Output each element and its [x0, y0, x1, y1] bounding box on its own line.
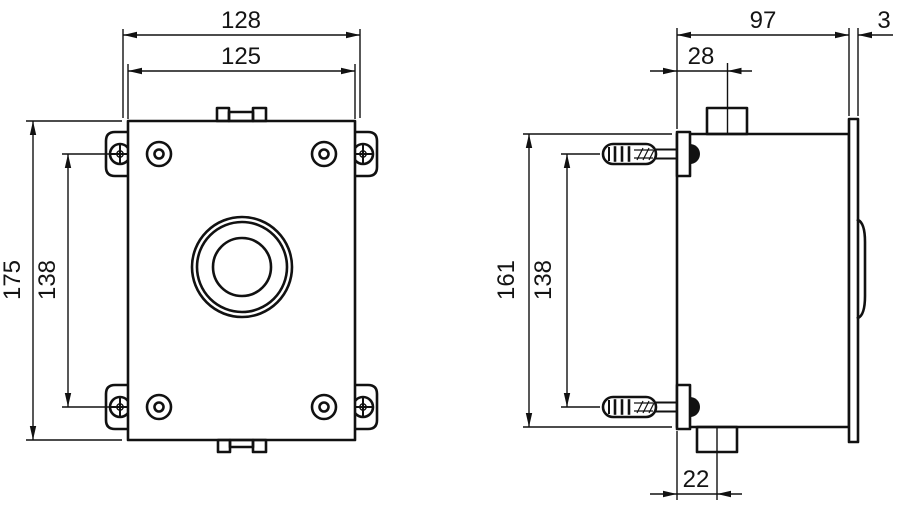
- front-push-button: [190, 215, 294, 319]
- side-faceplate: [847, 117, 860, 444]
- dim-label-3: 3: [877, 7, 890, 34]
- screw-head-bottom-icon: [690, 397, 700, 417]
- front-dim-overall-width: 128: [123, 7, 360, 39]
- side-dim-bottom-tab-offset: 22: [650, 466, 742, 498]
- front-tab-screws: [108, 142, 375, 419]
- tab-top-left: [104, 130, 130, 178]
- front-faceplate: [126, 119, 357, 442]
- tab-bottom-left: [104, 383, 130, 431]
- hole-top-right: [310, 140, 338, 168]
- front-extension-lines: [26, 29, 361, 441]
- dim-label-128: 128: [221, 7, 261, 34]
- side-dim-plate-thickness: 3: [858, 7, 893, 39]
- side-dim-anchor-spacing: 138: [530, 154, 571, 407]
- front-bottom-clip: [216, 438, 268, 454]
- side-view: 97 3 28 161 138 22: [493, 7, 893, 500]
- hole-top-left: [145, 140, 173, 168]
- wall-anchor-bottom: [601, 395, 678, 419]
- front-dim-plate-height: 175: [0, 121, 37, 440]
- hole-bottom-left: [145, 393, 173, 421]
- screw-head-top-icon: [690, 144, 700, 164]
- dim-label-138-front: 138: [34, 260, 61, 300]
- side-dim-depth: 97: [677, 7, 849, 39]
- front-top-clip: [215, 106, 268, 123]
- screw-top-left: [108, 142, 132, 166]
- dim-label-22: 22: [683, 466, 710, 493]
- wall-anchor-top: [601, 142, 678, 166]
- hole-bottom-right: [310, 393, 338, 421]
- side-dim-top-tab-offset: 28: [650, 43, 752, 75]
- side-extension-lines: [523, 28, 859, 500]
- dim-label-125: 125: [221, 43, 261, 70]
- front-dim-plate-width: 125: [128, 43, 355, 75]
- side-bottom-clip: [695, 425, 739, 454]
- side-button-dome: [856, 218, 867, 320]
- dim-label-28: 28: [688, 43, 715, 70]
- side-mounting-tab-top: [675, 130, 700, 178]
- screw-bottom-left: [108, 395, 132, 419]
- dim-label-161: 161: [493, 260, 520, 300]
- dim-label-138-side: 138: [530, 260, 557, 300]
- side-dim-body-height: 161: [493, 134, 533, 427]
- tab-bottom-right: [353, 383, 379, 431]
- dim-label-175: 175: [0, 260, 26, 300]
- side-top-clip: [705, 106, 749, 136]
- front-corner-holes: [145, 140, 338, 421]
- side-mounting-tab-bottom: [675, 383, 700, 431]
- dim-label-97: 97: [750, 7, 777, 34]
- front-dim-hole-spacing: 138: [34, 154, 72, 407]
- tab-top-right: [353, 130, 379, 178]
- front-mounting-tabs: [104, 130, 379, 431]
- front-view: 128 125 175 138: [0, 7, 379, 454]
- side-body: [675, 132, 851, 429]
